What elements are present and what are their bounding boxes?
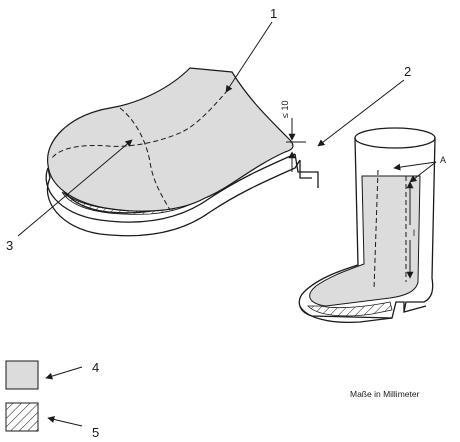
dimension-label: ≤ 10 — [280, 101, 290, 118]
leader-1 — [225, 21, 273, 93]
callout-1: 1 — [270, 6, 277, 21]
callout-3: 3 — [6, 238, 13, 253]
leader-A-2 — [409, 161, 437, 183]
boot-insole-hatched — [307, 301, 393, 317]
boot-lining-fill — [309, 175, 421, 307]
boot-opening — [354, 127, 436, 149]
leader-2 — [317, 79, 405, 147]
shoe-heel-step — [294, 153, 319, 188]
shoe-sole-upper — [45, 153, 296, 223]
units-note: Maße in Millimeter — [350, 389, 420, 399]
legend: 4 5 — [5, 360, 99, 440]
legend-swatch-grey — [5, 360, 39, 390]
dimension-marker — [286, 118, 306, 172]
callout-2: 2 — [404, 64, 411, 79]
foot-shape — [47, 67, 294, 212]
boot-drawing — [298, 127, 436, 324]
shoe-sole-outer — [46, 159, 301, 237]
boot-shaft-right — [403, 137, 436, 313]
legend-leader-5 — [47, 416, 83, 427]
leader-3 — [17, 139, 133, 237]
legend-swatch-hatched — [5, 402, 39, 432]
legend-label-4: 4 — [92, 360, 99, 375]
boot-sole — [299, 301, 427, 324]
legend-leader-4 — [45, 366, 83, 380]
legend-label-5: 5 — [92, 425, 99, 440]
height-label: l — [413, 228, 415, 238]
leader-lines — [17, 21, 437, 237]
callout-A: A — [440, 155, 446, 165]
leader-A-1 — [393, 161, 437, 171]
foot-dashed-contour — [119, 107, 171, 211]
